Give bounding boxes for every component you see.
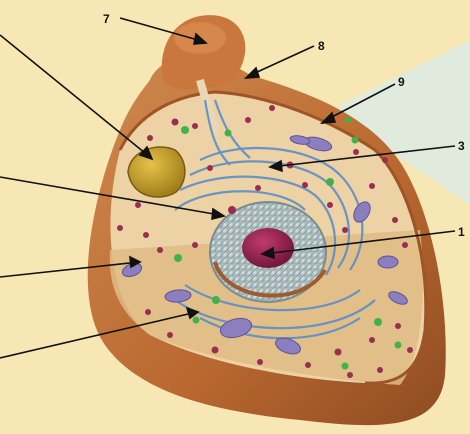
label-9: 9 [398, 75, 405, 89]
arrowhead-8 [246, 68, 259, 78]
label-1: 1 [458, 225, 465, 239]
label-3: 3 [458, 139, 465, 153]
leader-line-8 [255, 46, 314, 73]
nucleolus [242, 228, 294, 268]
vacuole [128, 147, 185, 197]
label-7: 7 [103, 12, 110, 26]
label-8: 8 [318, 39, 325, 53]
leader-line-vacuole [0, 35, 145, 153]
